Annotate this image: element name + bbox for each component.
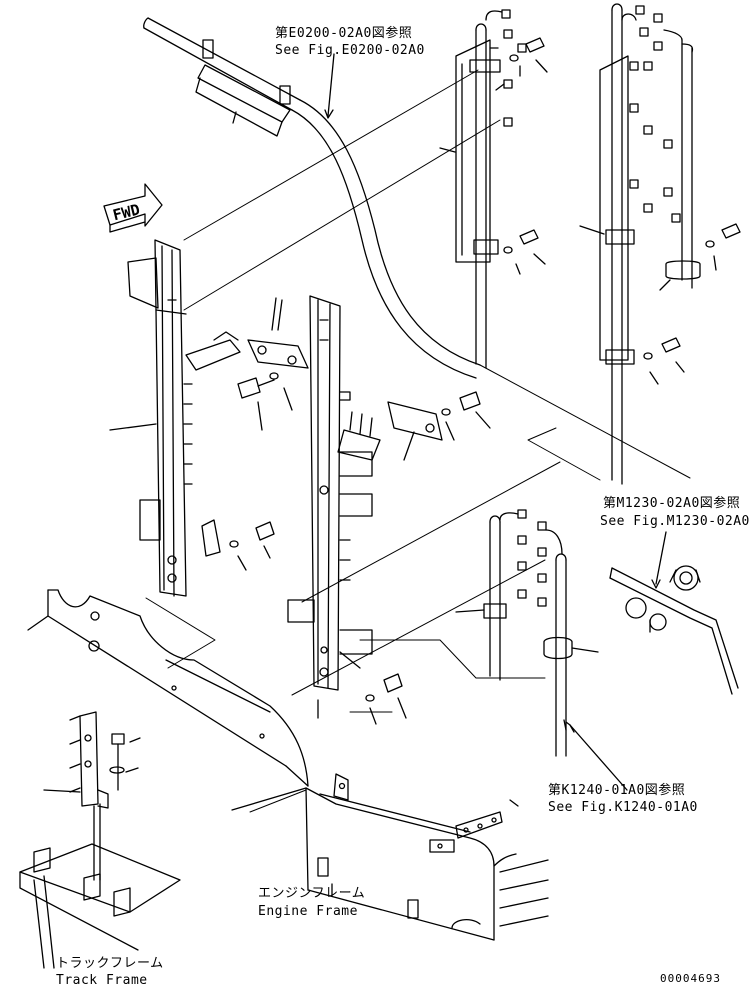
leader-rack-a — [439, 147, 456, 153]
bolt-rack-a-top — [509, 37, 548, 77]
center-channel-frame — [287, 295, 373, 691]
leader-rack-c-clamp — [571, 647, 599, 653]
leader-ref-k1240 — [569, 724, 628, 791]
leader-lower-left-bracket — [43, 789, 81, 793]
bolt-center-lower — [365, 673, 407, 725]
rack-b-side-tube — [663, 29, 701, 289]
vertical-rack-a — [455, 9, 527, 369]
arrow-ref-e0200 — [324, 109, 334, 119]
leader-cover — [232, 111, 237, 124]
bolt-left-upper — [237, 372, 293, 431]
bolt-lower-left — [109, 733, 141, 791]
engine-frame-label-jp: エンジンフレーム — [258, 886, 366, 901]
left-channel-frame — [127, 239, 187, 597]
ref-label-m1230-jp: 第M1230-02A0図参照 — [603, 496, 741, 511]
bolt-center-upper — [441, 391, 491, 441]
leader-rack-b-clamp — [659, 279, 671, 291]
leader-rack-b — [579, 225, 605, 235]
bolt-rack-a-bottom — [503, 229, 546, 275]
reference-plane-lines — [145, 69, 691, 713]
leader-ref-m1230 — [655, 531, 667, 585]
leader-ref-e0200 — [327, 53, 335, 117]
leader-frame-plate — [27, 615, 49, 631]
rack-c-hose — [543, 529, 573, 757]
track-frame — [19, 843, 181, 969]
track-frame-label-jp: トラックフレーム — [56, 956, 164, 971]
engine-frame-edge — [249, 789, 307, 813]
ref-label-e0200-en: See Fig.E0200-02A0 — [275, 43, 425, 58]
lower-left-bracket — [69, 711, 109, 881]
drawing-number: 00004693 — [660, 972, 721, 985]
frame-plate — [47, 589, 309, 787]
clamp-plate-center — [387, 401, 443, 461]
fwd-arrow-icon: FWD — [103, 183, 163, 233]
upper-harness-cable — [143, 17, 481, 379]
ref-label-k1240-jp: 第K1240-01A0図参照 — [548, 783, 686, 798]
engine-frame-label-en: Engine Frame — [258, 904, 358, 919]
leader-rack-c — [455, 609, 485, 613]
arrow-ref-k1240 — [565, 721, 575, 733]
bolt-rack-b-mid — [705, 223, 741, 271]
bolt-rack-b-bottom — [643, 337, 685, 385]
center-channel-clips — [337, 411, 381, 461]
left-channel-brackets — [183, 331, 241, 557]
ref-label-e0200-jp: 第E0200-02A0図参照 — [275, 26, 413, 41]
leader-left-channel — [109, 423, 157, 431]
bolt-left-lower — [229, 521, 275, 571]
engine-frame — [231, 773, 549, 941]
clamp-plate-upper — [247, 297, 309, 369]
grommet-assembly — [609, 565, 739, 695]
ref-label-m1230-en: See Fig.M1230-02A0 — [600, 514, 750, 529]
vertical-rack-c — [483, 509, 547, 681]
vertical-rack-b — [599, 3, 681, 485]
fwd-arrow-text: FWD — [111, 200, 142, 224]
ref-label-k1240-en: See Fig.K1240-01A0 — [548, 800, 698, 815]
track-frame-label-en: Track Frame — [56, 973, 148, 988]
arrow-ref-m1230 — [651, 579, 661, 589]
cable-cover-upper — [195, 39, 291, 137]
